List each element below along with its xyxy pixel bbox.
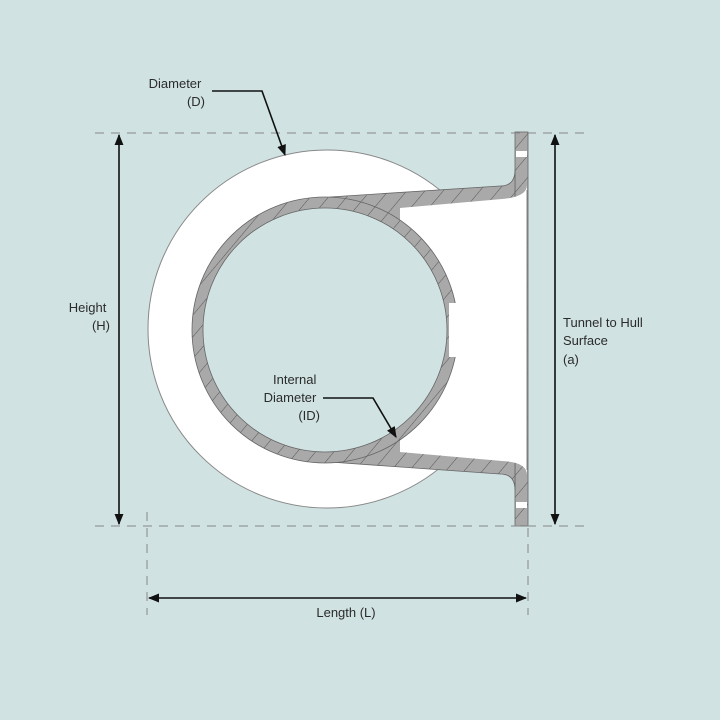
internal-diameter-label: Internal Diameter (ID) [264,372,320,423]
flange-slot-top [516,151,527,157]
diameter-label: Diameter (D) [149,76,205,109]
internal-diameter-leader [323,397,397,438]
tunnel-to-hull-label: Tunnel to Hull Surface (a) [563,315,646,367]
wall-window [449,303,459,357]
flange-slot-bottom [516,502,527,508]
tunnel-bore [202,207,448,453]
length-label: Length (L) [316,605,375,620]
diameter-leader [212,90,286,157]
height-label: Height (H) [69,300,110,333]
tunnel-cross-section [147,131,529,527]
dimension-lines [95,132,585,615]
